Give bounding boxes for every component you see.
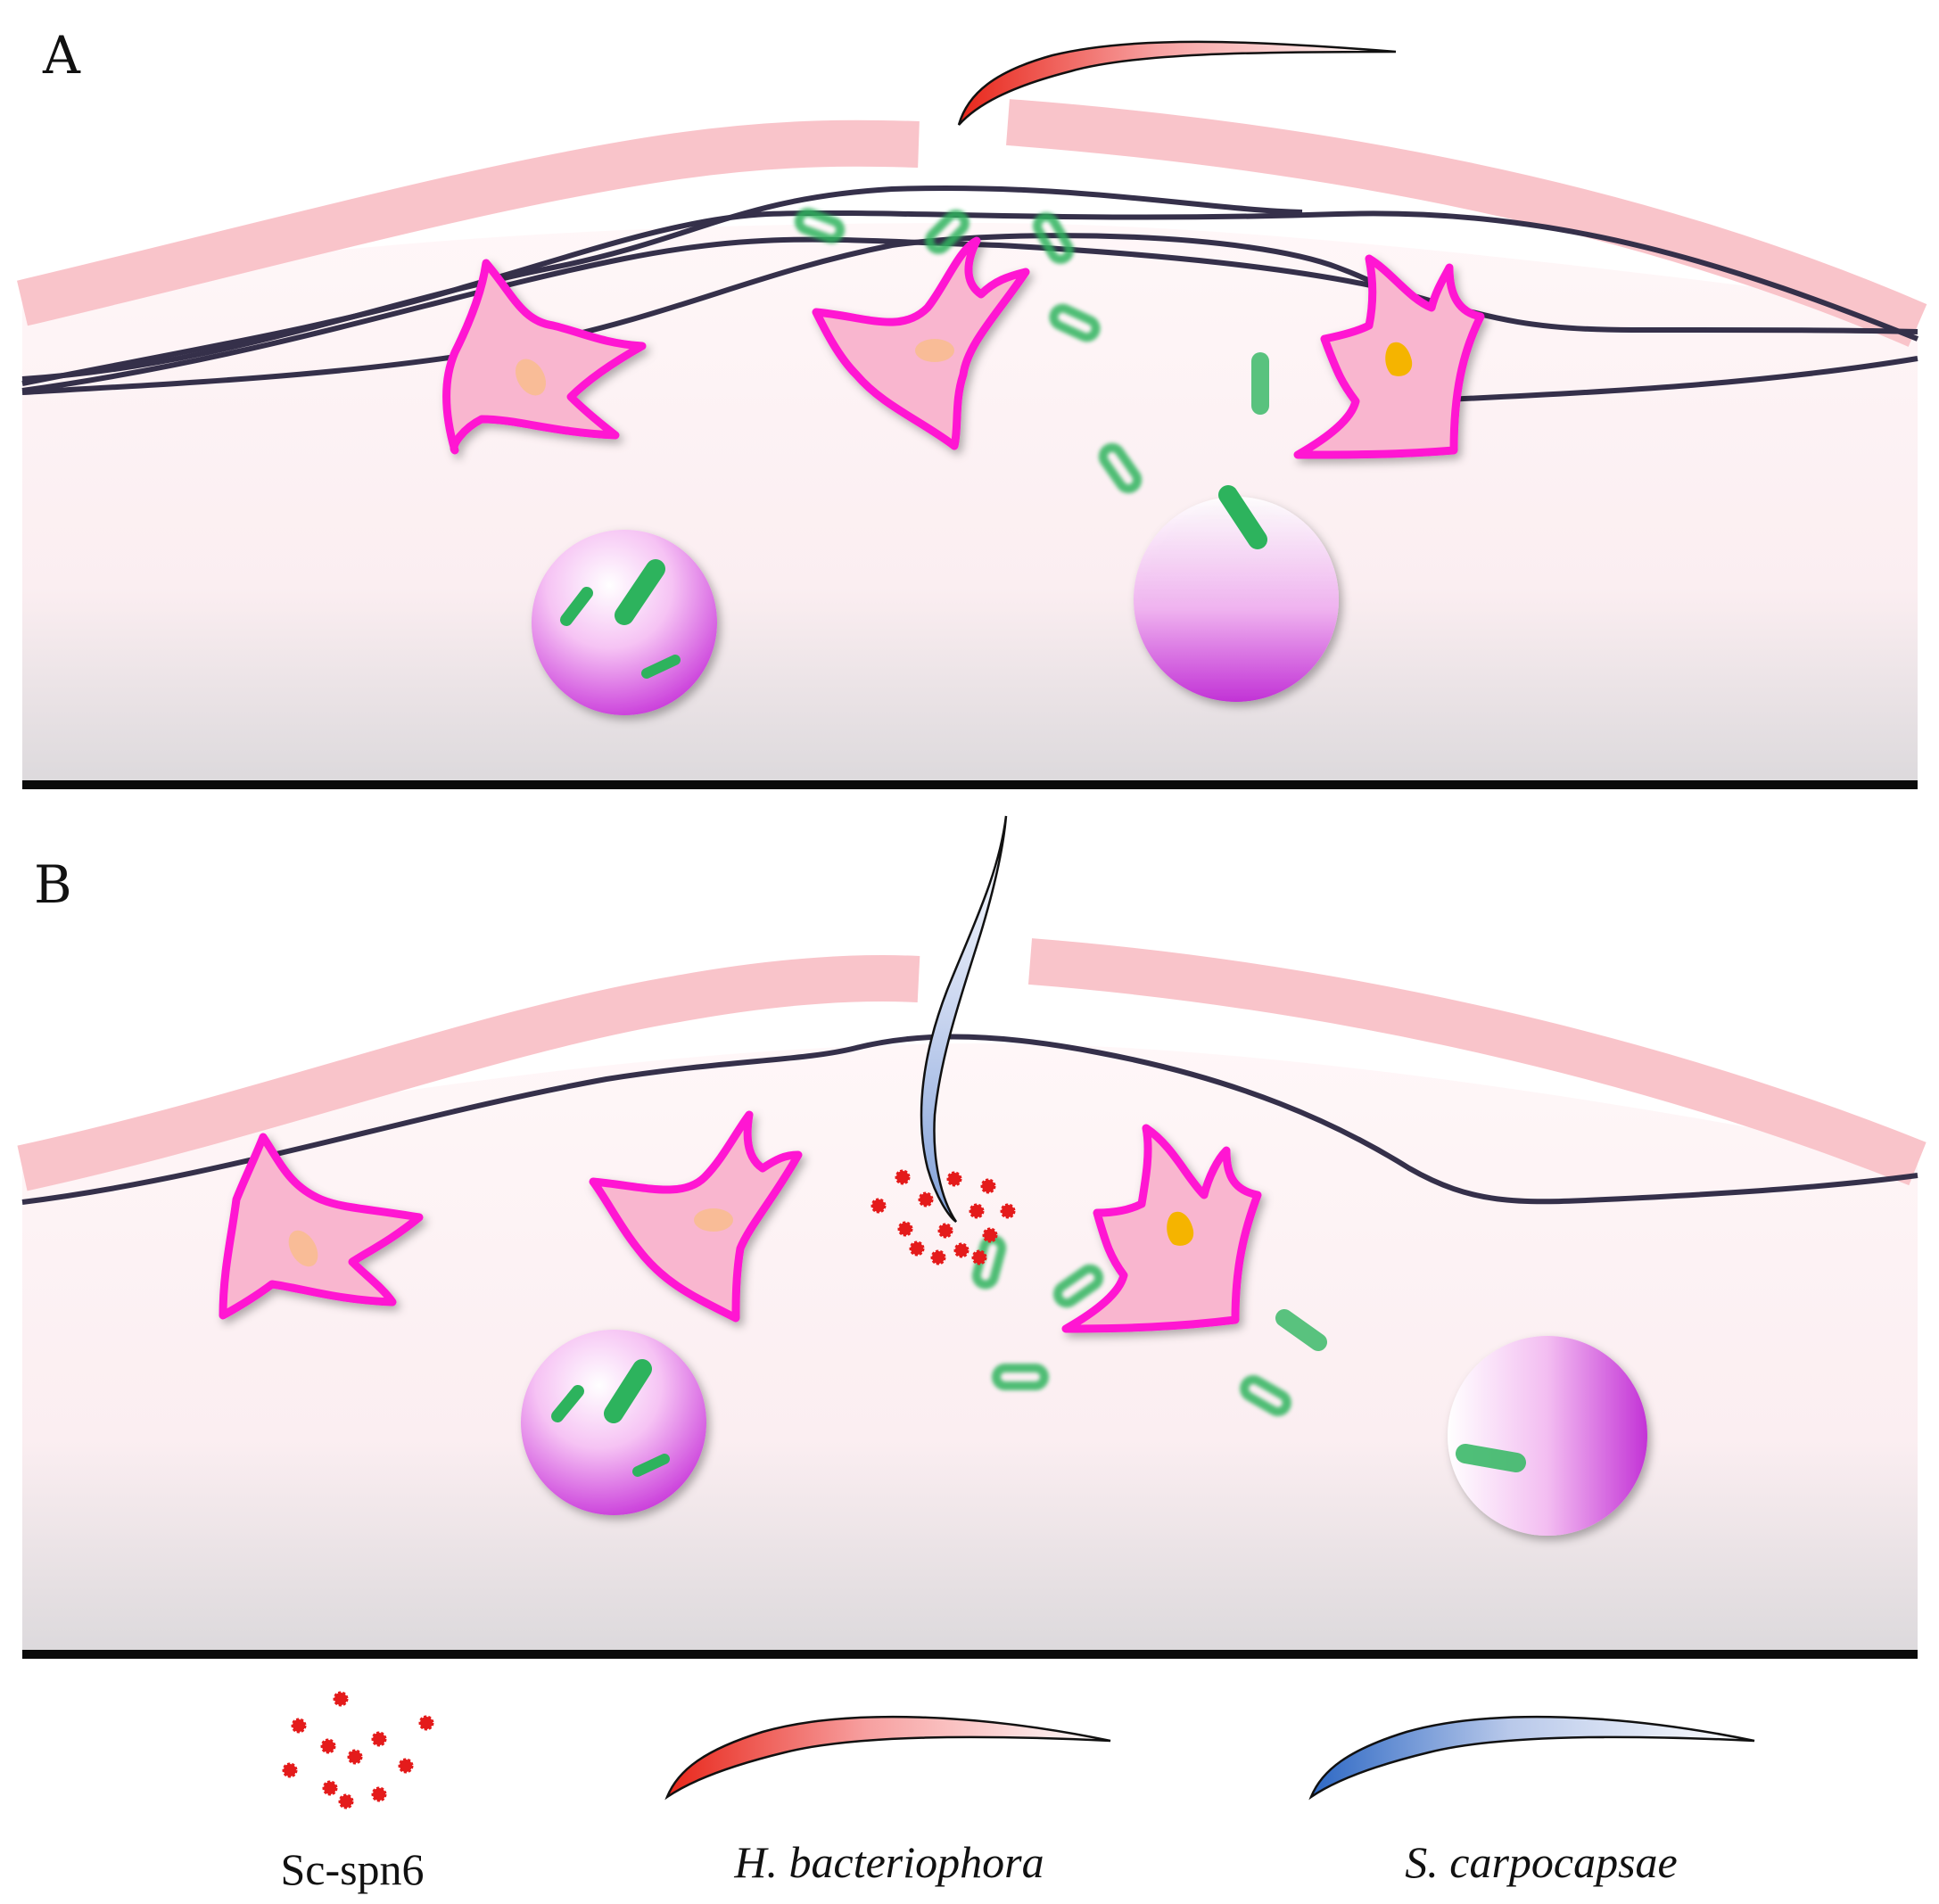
phagocyte bbox=[1448, 1336, 1647, 1536]
hemocyte bbox=[219, 1133, 424, 1320]
hemocyte bbox=[1061, 1124, 1262, 1333]
tissue-background bbox=[22, 1043, 1918, 1654]
panel-letter: A bbox=[42, 25, 81, 86]
legend: Sc-spn6 H. bacteriophora S. carpocapsae bbox=[280, 1691, 1755, 1894]
hemocyte bbox=[442, 259, 647, 455]
panel-b: B bbox=[17, 815, 1927, 1659]
fiber-network bbox=[21, 185, 1919, 402]
fiber-network bbox=[21, 1034, 1918, 1205]
hemocyte bbox=[1293, 254, 1485, 459]
legend-nematode-blue-icon bbox=[1308, 1715, 1755, 1801]
legend-nematode-red-icon bbox=[664, 1715, 1111, 1801]
legend-sc-spn6-icon bbox=[282, 1691, 434, 1809]
hemocyte bbox=[589, 1110, 803, 1323]
sc-spn6-cluster bbox=[870, 1169, 1016, 1265]
cuticle-layer bbox=[17, 99, 1927, 347]
nematode-blue bbox=[920, 815, 1008, 1224]
legend-label-h-bacteriophora: H. bacteriophora bbox=[733, 1837, 1044, 1887]
nematode-red bbox=[957, 40, 1397, 126]
panel-letter: B bbox=[34, 854, 72, 915]
cuticle-layer bbox=[17, 938, 1927, 1191]
hemocyte bbox=[812, 236, 1030, 450]
panel-a: A bbox=[17, 25, 1927, 789]
phagocyte bbox=[1134, 497, 1339, 702]
bacteria-group bbox=[560, 208, 1269, 679]
legend-label-s-carpocapsae: S. carpocapsae bbox=[1405, 1837, 1678, 1887]
legend-label-sc-spn6: Sc-spn6 bbox=[280, 1844, 424, 1894]
